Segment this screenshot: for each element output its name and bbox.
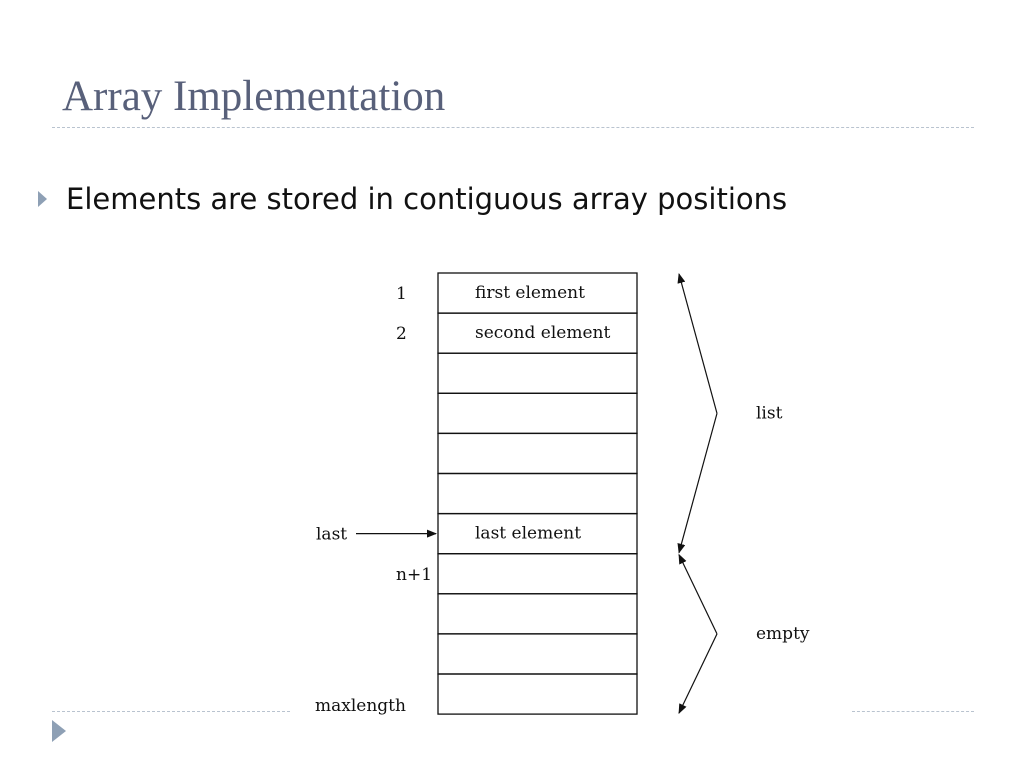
index-label-10: maxlength [315,696,406,716]
brace-1-upper-arrow [678,553,718,635]
brace-0-lower-arrow [677,413,718,554]
array-cell-5 [437,472,638,515]
index-label-0: 1 [396,284,407,304]
array-cells: first element second element last element [437,272,638,715]
brace-label-1: empty [756,624,810,644]
footer-divider-right [852,711,974,712]
slide-title: Array Implementation [62,73,446,120]
array-cell-3 [437,392,638,435]
last-pointer: last [316,525,437,545]
array-cell-7 [437,553,638,595]
cell-content-1: second element [475,323,610,343]
brace-1-lower-arrow [678,633,718,715]
index-label-1: 2 [396,324,407,344]
footer-divider-left [52,711,290,712]
bullet-text: Elements are stored in contiguous array … [66,182,788,216]
array-cell-2 [437,352,638,394]
cell-content-6: last element [475,524,581,544]
pointer-label: last [316,525,347,545]
index-label-7: n+1 [396,565,432,585]
brace-0-upper-arrow [677,273,718,414]
array-cell-10 [437,673,638,715]
bullet-arrow-icon [38,191,47,207]
array-cell-4 [437,432,638,475]
index-labels: 1 2 n+1 maxlength [315,284,432,716]
brace-label-0: list [756,403,783,423]
footer-arrow-icon [52,720,66,742]
range-braces: list empty [677,273,810,715]
array-cell-9 [437,633,638,675]
cell-content-0: first element [475,283,585,303]
array-cell-8 [437,593,638,635]
title-divider [52,127,974,128]
